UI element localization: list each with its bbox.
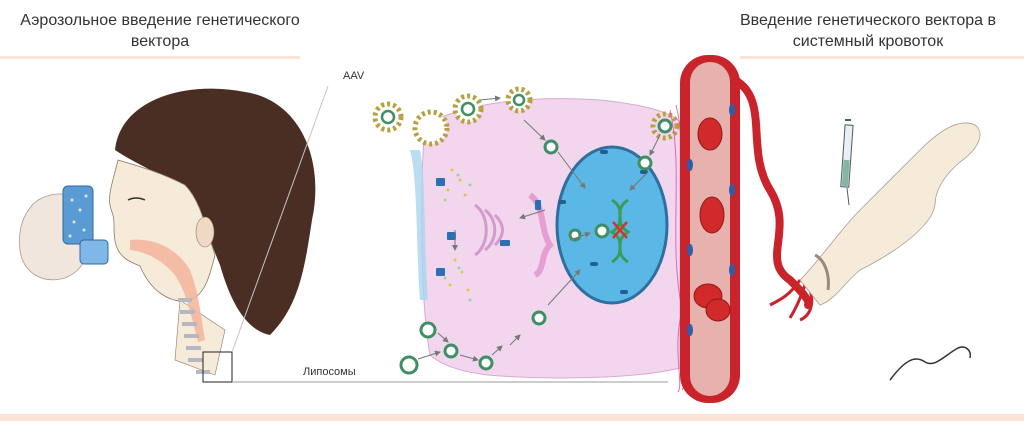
golgi — [474, 203, 504, 257]
vector-clouds — [446, 168, 470, 292]
nuclear-pores — [558, 150, 648, 294]
face — [109, 159, 216, 302]
callout-box — [202, 351, 233, 383]
inhaler-canister — [62, 185, 94, 245]
callout-line-top — [231, 85, 329, 353]
apical-membrane — [410, 150, 428, 300]
inhaler-particles — [68, 194, 88, 238]
aav-label: AAV — [343, 70, 365, 82]
title-underline-left — [0, 56, 300, 59]
epithelial-cell — [410, 98, 681, 379]
arm — [799, 122, 981, 306]
pathway-arrows — [417, 95, 661, 362]
arm-injection — [799, 119, 981, 306]
syringe-fluid — [841, 159, 850, 187]
dna-helix — [609, 198, 631, 264]
ear — [195, 216, 215, 248]
nucleus — [555, 145, 669, 305]
bottom-band — [0, 414, 1024, 421]
liposomes-label: Липосомы — [303, 366, 356, 378]
hair — [115, 88, 316, 336]
membrane-receptors — [436, 178, 541, 276]
title-aerosol-delivery: Аэрозольное введение генетического векто… — [20, 12, 300, 50]
inhaler-mouthpiece — [79, 239, 109, 265]
vector-clouds-green — [443, 173, 472, 302]
aav-particles — [372, 79, 722, 147]
tourniquet — [814, 253, 830, 291]
syringe-needle — [846, 187, 850, 206]
title-underline-right — [740, 56, 1024, 59]
patient-illustration — [19, 85, 668, 383]
red-blood-cells — [693, 117, 731, 322]
airway — [130, 239, 205, 342]
title-systemic-delivery: Введение генетического вектора в системн… — [739, 12, 997, 50]
signature-mark — [889, 346, 972, 381]
eye — [127, 197, 146, 201]
endothelial-nuclei — [687, 104, 735, 336]
blood-vessel — [680, 55, 814, 403]
capillary — [731, 76, 813, 309]
